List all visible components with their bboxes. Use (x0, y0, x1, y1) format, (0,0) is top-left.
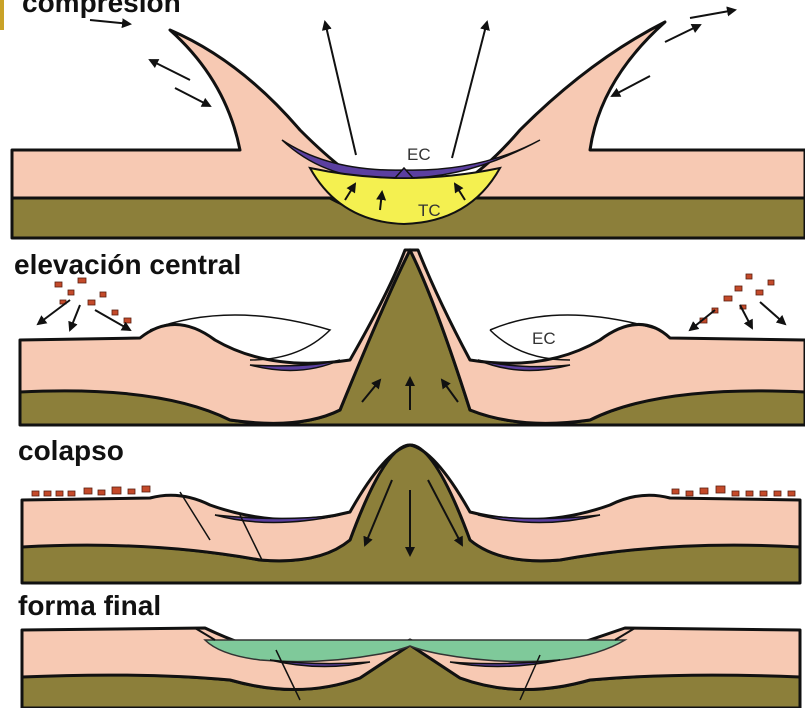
debris-deposit-left (32, 486, 150, 496)
label-tc: TC (418, 201, 441, 220)
debris-right (700, 274, 774, 323)
stage-colapso: colapso (18, 435, 800, 583)
arrow-top-left (90, 20, 130, 24)
arrow-debris-left-2 (70, 305, 80, 330)
arrow-ejecta-up-left (325, 22, 356, 155)
accent-bar (0, 0, 4, 30)
arrow-debris-left-1 (38, 300, 70, 324)
stage-label-final: forma final (18, 590, 161, 621)
stage-elevacion: elevación central EC (14, 249, 805, 425)
stage-final: forma final (18, 590, 800, 708)
label-ec-elevacion: EC (532, 329, 556, 348)
stage-label-colapso: colapso (18, 435, 124, 466)
stage-compresion: compresión EC TC (12, 0, 805, 238)
arrow-left-lower (175, 88, 210, 106)
label-ec-compresion: EC (407, 145, 431, 164)
arrow-right-upper (665, 25, 700, 42)
debris-left (55, 278, 131, 323)
stage-label-compresion: compresión (22, 0, 181, 18)
debris-deposit-right (672, 486, 795, 496)
arrow-left-upper (150, 60, 190, 80)
arrow-top-right (690, 10, 735, 18)
arrow-debris-right-2 (760, 302, 785, 324)
arrow-ejecta-up-right (452, 22, 487, 158)
stage-label-elevacion: elevación central (14, 249, 241, 280)
arrow-debris-right-3 (690, 310, 715, 330)
